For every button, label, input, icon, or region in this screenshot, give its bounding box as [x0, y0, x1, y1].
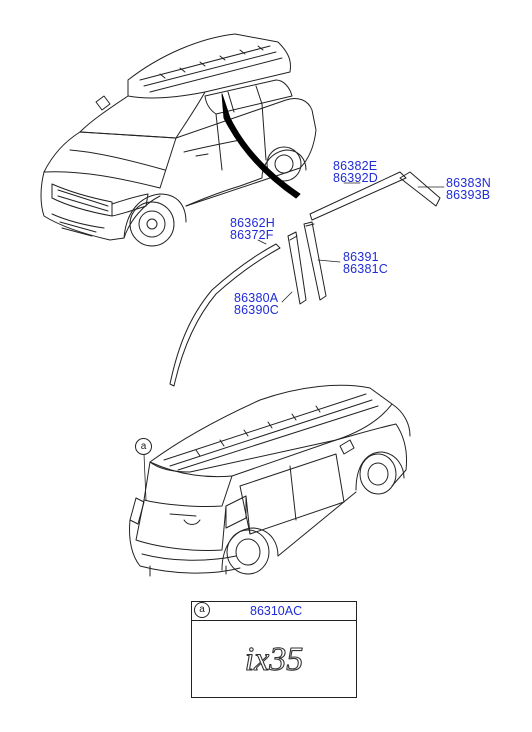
part-label-86382E: 86382E [333, 159, 378, 173]
part-label-86380A: 86380A [234, 291, 279, 305]
part-86391-shape [303, 221, 327, 301]
part-86382E-shape [309, 171, 407, 221]
part-label-86372F: 86372F [230, 228, 274, 242]
ix35-badge-text: ix35 [245, 641, 304, 678]
emblem-box-header: a 86310AC [192, 602, 356, 621]
part-86383N-shape [399, 171, 441, 207]
part-label-86391: 86391 [343, 250, 379, 264]
part-label-86392D: 86392D [333, 171, 378, 185]
front-car-illustration [40, 33, 317, 247]
part-label-86390C: 86390C [234, 303, 279, 317]
emblem-detail-box: a 86310AC [191, 601, 357, 698]
part-label-86381C: 86381C [343, 262, 388, 276]
molding-parts [169, 171, 445, 387]
ix35-emblem-graphic: ix35 [244, 640, 304, 678]
part-label-86393B: 86393B [446, 188, 491, 202]
emblem-part-number: 86310AC [250, 604, 303, 618]
pillar-molding-highlight [221, 93, 301, 199]
part-label-86362H: 86362H [230, 216, 275, 230]
callout-a-marker: a [135, 438, 152, 455]
emblem-ref-marker: a [194, 602, 210, 618]
rear-car-illustration [129, 384, 411, 577]
part-86380A-shape [287, 231, 307, 305]
part-86362H-shape [169, 243, 281, 387]
part-label-86383N: 86383N [446, 176, 491, 190]
